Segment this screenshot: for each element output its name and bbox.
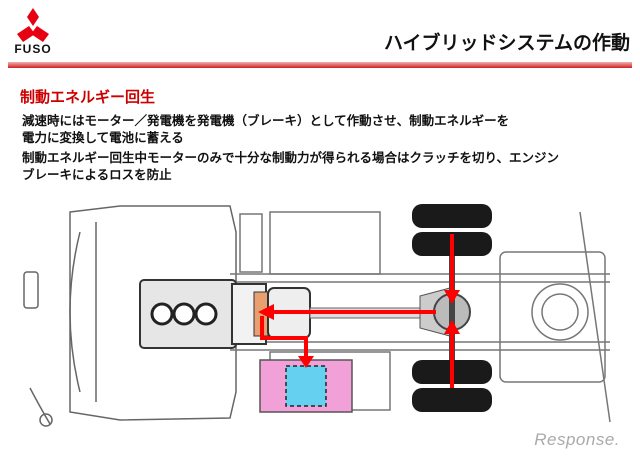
engine (139, 279, 237, 349)
watermark: Response. (534, 430, 620, 449)
battery (259, 359, 353, 413)
fuso-logo: FUSO (6, 8, 60, 58)
page-title: ハイブリッドシステムの作動 (383, 32, 630, 54)
arrow-heads (258, 290, 460, 368)
logo-text: FUSO (14, 42, 52, 56)
bullet-text: 電力に変換して電池に蓄える (22, 130, 184, 145)
section-heading: 制動エネルギー回生 (20, 88, 156, 106)
bullet-text: 制動エネルギー回生中モーターのみで十分な制動力が得られる場合はクラッチを切り、エ… (22, 150, 560, 165)
energy-flow-arrows (260, 234, 454, 388)
chassis-frame (230, 211, 611, 423)
mitsubishi-three-diamonds-icon (17, 8, 49, 42)
cab-outline (23, 205, 237, 427)
bullet-list: 減速時にはモーター／発電機を発電機（ブレーキ）として作動させ、制動エネルギーを … (22, 112, 622, 186)
bullet-text: ブレーキによるロスを防止 (22, 167, 172, 182)
bullet-text: 減速時にはモーター／発電機を発電機（ブレーキ）として作動させ、制動エネルギーを (22, 113, 510, 128)
title-rule (8, 62, 632, 68)
hybrid-chassis-diagram (23, 204, 611, 427)
